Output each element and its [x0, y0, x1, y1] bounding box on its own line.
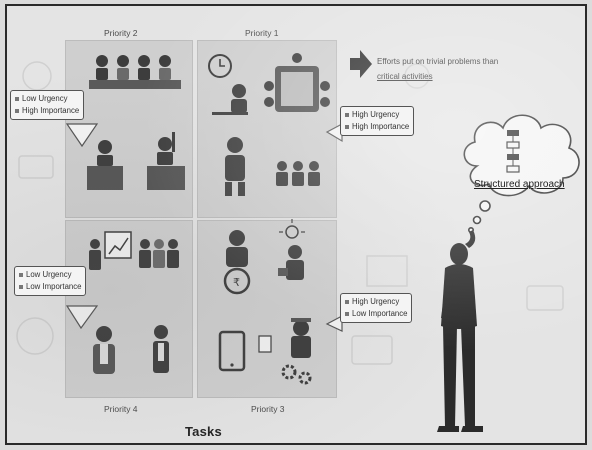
presentation-chart-icon	[89, 231, 179, 270]
p4-importance: Low Importance	[26, 282, 82, 291]
bullet-icon	[345, 300, 349, 304]
p1-urgency: High Urgency	[352, 110, 400, 119]
team-icon	[276, 161, 320, 186]
callout-priority-1: High Urgency High Importance	[340, 106, 415, 136]
svg-text:₹: ₹	[233, 276, 240, 289]
p1-importance: High Importance	[352, 122, 410, 131]
bullet-icon	[15, 109, 19, 113]
p2-importance: High Importance	[22, 106, 80, 115]
note-line-2: critical activities	[377, 72, 433, 81]
callout-priority-2: Low Urgency High Importance	[10, 90, 85, 120]
priority-4-label: Priority 4	[104, 404, 138, 414]
bullet-icon	[345, 312, 349, 316]
board-meeting-icon	[264, 53, 330, 112]
meeting-icon	[89, 55, 181, 89]
callout-tails	[65, 123, 343, 332]
p4-urgency: Low Urgency	[26, 270, 72, 279]
clock-icon	[208, 54, 248, 115]
p3-urgency: High Urgency	[352, 297, 400, 306]
manager-icon	[93, 325, 169, 374]
callout-priority-4: Low Urgency Low Importance	[14, 266, 87, 296]
idea-person-icon	[278, 219, 305, 280]
quadrant-illustrations: ₹	[87, 53, 330, 385]
bullet-icon	[19, 285, 23, 289]
thought-cloud-label: Structured approach	[474, 179, 565, 190]
flowchart-icon	[506, 130, 520, 173]
bullet-icon	[345, 113, 349, 117]
coins-icon: ₹	[223, 230, 251, 295]
p3-importance: Low Importance	[352, 309, 408, 318]
callout-priority-3: High Urgency Low Importance	[340, 293, 413, 323]
priority-1-label: Priority 1	[245, 28, 279, 38]
worker-icon	[225, 137, 245, 196]
p2-urgency: Low Urgency	[22, 94, 68, 103]
slide-frame: Priority 2 Priority 1 Priority 4 Priorit…	[5, 4, 587, 445]
thinking-man-icon	[437, 230, 483, 432]
bullet-icon	[345, 125, 349, 129]
thought-cloud	[463, 114, 580, 234]
tasks-title: Tasks	[185, 424, 222, 439]
podium-speakers-icon	[87, 132, 185, 190]
tablet-icon	[218, 330, 246, 372]
priority-3-label: Priority 3	[251, 404, 285, 414]
priority-2-label: Priority 2	[104, 28, 138, 38]
bullet-icon	[19, 273, 23, 277]
note-line-1: Efforts put on trivial problems than	[377, 57, 499, 66]
right-arrow-icon	[350, 50, 372, 78]
note-text: Efforts put on trivial problems than cri…	[377, 54, 498, 84]
bullet-icon	[15, 97, 19, 101]
gears-worker-icon	[258, 318, 312, 385]
